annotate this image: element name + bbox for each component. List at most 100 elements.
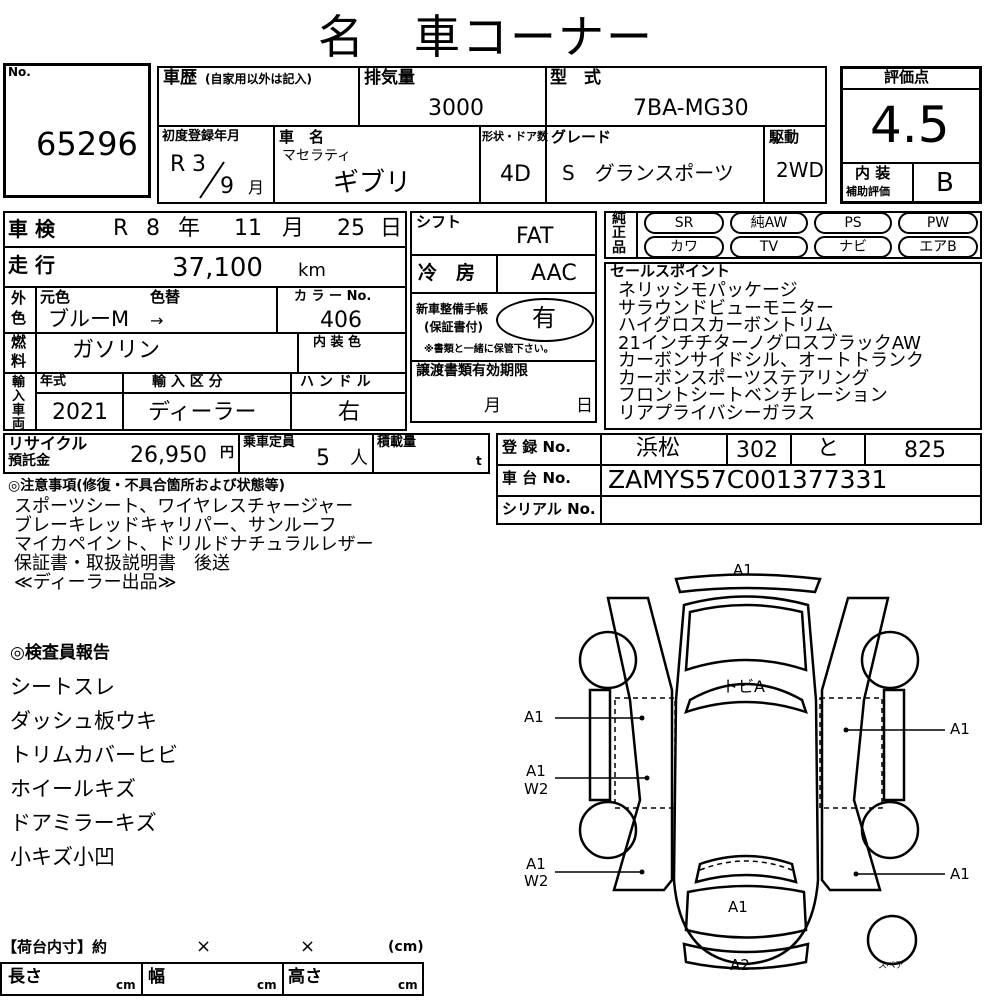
inspector-item: ダッシュ板ウキ xyxy=(10,709,157,733)
registration-area: 浜松 xyxy=(636,436,681,461)
first-reg-slash xyxy=(199,161,225,199)
color-code-value: 406 xyxy=(320,308,362,333)
cargo-height-unit: cm xyxy=(398,978,418,992)
transfer-day-unit: 日 xyxy=(576,396,593,416)
manual-value: 有 xyxy=(532,304,556,332)
sales-points-box xyxy=(604,262,982,430)
sales-point-item: フロントシートベンチレーション xyxy=(618,385,888,406)
capacity-label: 乗車定員 xyxy=(243,435,296,450)
genuine-sr: SR xyxy=(644,212,724,234)
cargo-length-label: 長さ xyxy=(8,967,42,987)
sales-point-item: ハイグロスカーボントリム xyxy=(618,315,834,336)
lot-number: 65296 xyxy=(36,125,138,163)
page-title: 名 車コーナー xyxy=(318,10,654,64)
genuine-aw: 純AW xyxy=(730,212,808,234)
inspector-item: 小キズ小凹 xyxy=(10,845,115,869)
color-code-label: カ ラ ー No. xyxy=(294,289,372,304)
note-item: ブレーキレッドキャリパー、サンルーフ xyxy=(14,515,337,536)
manual-label-2: (保証書付) xyxy=(424,320,483,334)
recycle-label-2: 預託金 xyxy=(8,453,50,469)
mileage-label: 走 行 xyxy=(8,253,55,277)
model-type-value: 7BA-MG30 xyxy=(633,96,749,121)
registration-class: 302 xyxy=(736,438,778,463)
genuine-airbag: エアB xyxy=(898,236,978,258)
import-side-3: 両 xyxy=(12,417,26,432)
diagram-left-mid-label-1: A1 xyxy=(526,762,546,780)
grade-label: グレード xyxy=(551,128,612,146)
fuel-value: ガソリン xyxy=(72,338,161,363)
doors-value: 4D xyxy=(500,162,531,187)
mileage-value: 37,100 xyxy=(172,253,263,283)
transfer-label: 譲渡書類有効期限 xyxy=(416,363,528,379)
interior-score-value: B xyxy=(936,168,954,198)
first-reg-month-unit: 月 xyxy=(248,178,265,197)
genuine-pw: PW xyxy=(898,212,978,234)
serial-label: シリアル No. xyxy=(502,500,596,518)
registration-kana: と xyxy=(817,436,840,461)
diagram-left-front-label: A1 xyxy=(524,708,544,726)
sales-point-item: リアプライバシーガラス xyxy=(618,402,816,424)
handle-value: 右 xyxy=(338,400,361,425)
import-side-0: 輸 xyxy=(12,375,26,390)
diagram-roof-label: トビA xyxy=(722,677,765,696)
ac-value: AAC xyxy=(531,261,577,286)
genuine-navi: ナビ xyxy=(814,236,892,258)
import-type-label: 輸 入 区 分 xyxy=(152,374,223,390)
orig-color-label: 元色 xyxy=(40,288,71,306)
diagram-left-rear-label-2: W2 xyxy=(524,872,549,890)
vehicle-info-grid xyxy=(157,66,827,204)
sales-point-item: サラウンドビューモニター xyxy=(618,297,834,319)
color-arrow: → xyxy=(150,311,164,330)
sales-points-list: ネリッシモパッケージ サラウンドビューモニター ハイグロスカーボントリム 21イ… xyxy=(618,282,924,422)
orig-color-value: ブルーM xyxy=(48,307,130,331)
notes-label: ◎注意事項(修復・不具合箇所および状態等) xyxy=(8,478,286,494)
model-type-label: 型 式 xyxy=(550,68,601,88)
sales-point-item: カーボンスポーツステアリング xyxy=(618,367,870,389)
genuine-tv: TV xyxy=(730,236,808,258)
inspector-list: シートスレ ダッシュ板ウキ トリムカバーヒビ ホイールキズ ドアミラーキズ 小キ… xyxy=(10,670,178,874)
inspection-year-unit: 年 xyxy=(178,216,201,241)
cargo-x2: × xyxy=(300,936,316,957)
recycle-row xyxy=(3,433,490,474)
recycle-label-1: リサイクル xyxy=(8,434,88,453)
diagram-front-label: A1 xyxy=(733,561,753,579)
interior-color-label: 内 装 色 xyxy=(313,335,362,350)
sales-points-label: セールスポイント xyxy=(610,262,731,280)
color-change-label: 色替 xyxy=(150,288,181,306)
model-year-label: 年式 xyxy=(40,374,67,389)
diagram-rear-label: A2 xyxy=(730,956,750,974)
genuine-label-2: 正 xyxy=(612,225,626,241)
cargo-height-label: 高さ xyxy=(288,967,322,987)
import-type-value: ディーラー xyxy=(148,400,257,425)
score-box xyxy=(840,66,982,204)
history-label: 車歴 xyxy=(163,68,197,88)
first-reg-year: 3 xyxy=(192,152,206,177)
notes-list: スポーツシート、ワイヤレスチャージャー ブレーキレッドキャリパー、サンルーフ マ… xyxy=(14,497,374,592)
manual-value-oval xyxy=(496,298,594,342)
sales-point-item: 21インチチターノグロスブラックAW xyxy=(618,332,921,354)
shift-box xyxy=(410,211,597,423)
ac-label: 冷 房 xyxy=(418,262,476,284)
cargo-label: 【荷台内寸】約 xyxy=(2,938,108,956)
color-side-2: 色 xyxy=(11,309,27,327)
recycle-unit: 円 xyxy=(220,445,234,461)
note-item: スポーツシート、ワイヤレスチャージャー xyxy=(14,496,354,517)
note-item: ≪ディーラー出品≫ xyxy=(14,572,177,593)
inspection-year: 8 xyxy=(146,216,160,241)
score-label: 評価点 xyxy=(884,68,930,86)
cargo-length-unit: cm xyxy=(116,978,136,992)
chassis-label: 車 台 No. xyxy=(502,469,572,487)
inspector-label: ◎検査員報告 xyxy=(10,643,110,663)
first-reg-label: 初度登録年月 xyxy=(162,129,241,144)
manual-note: ※書類と一緒に保管下さい。 xyxy=(424,344,554,355)
load-unit: t xyxy=(476,454,482,468)
score-value: 4.5 xyxy=(870,96,950,154)
fuel-side-1: 燃 xyxy=(11,333,27,351)
inspection-block xyxy=(3,211,407,431)
inspection-day-unit: 日 xyxy=(380,216,403,241)
mileage-unit: km xyxy=(298,260,326,281)
displacement-label: 排気量 xyxy=(364,68,415,88)
model-year-value: 2021 xyxy=(52,400,108,425)
cargo-width-unit: cm xyxy=(257,978,277,992)
inspector-item: ドアミラーキズ xyxy=(10,811,157,835)
